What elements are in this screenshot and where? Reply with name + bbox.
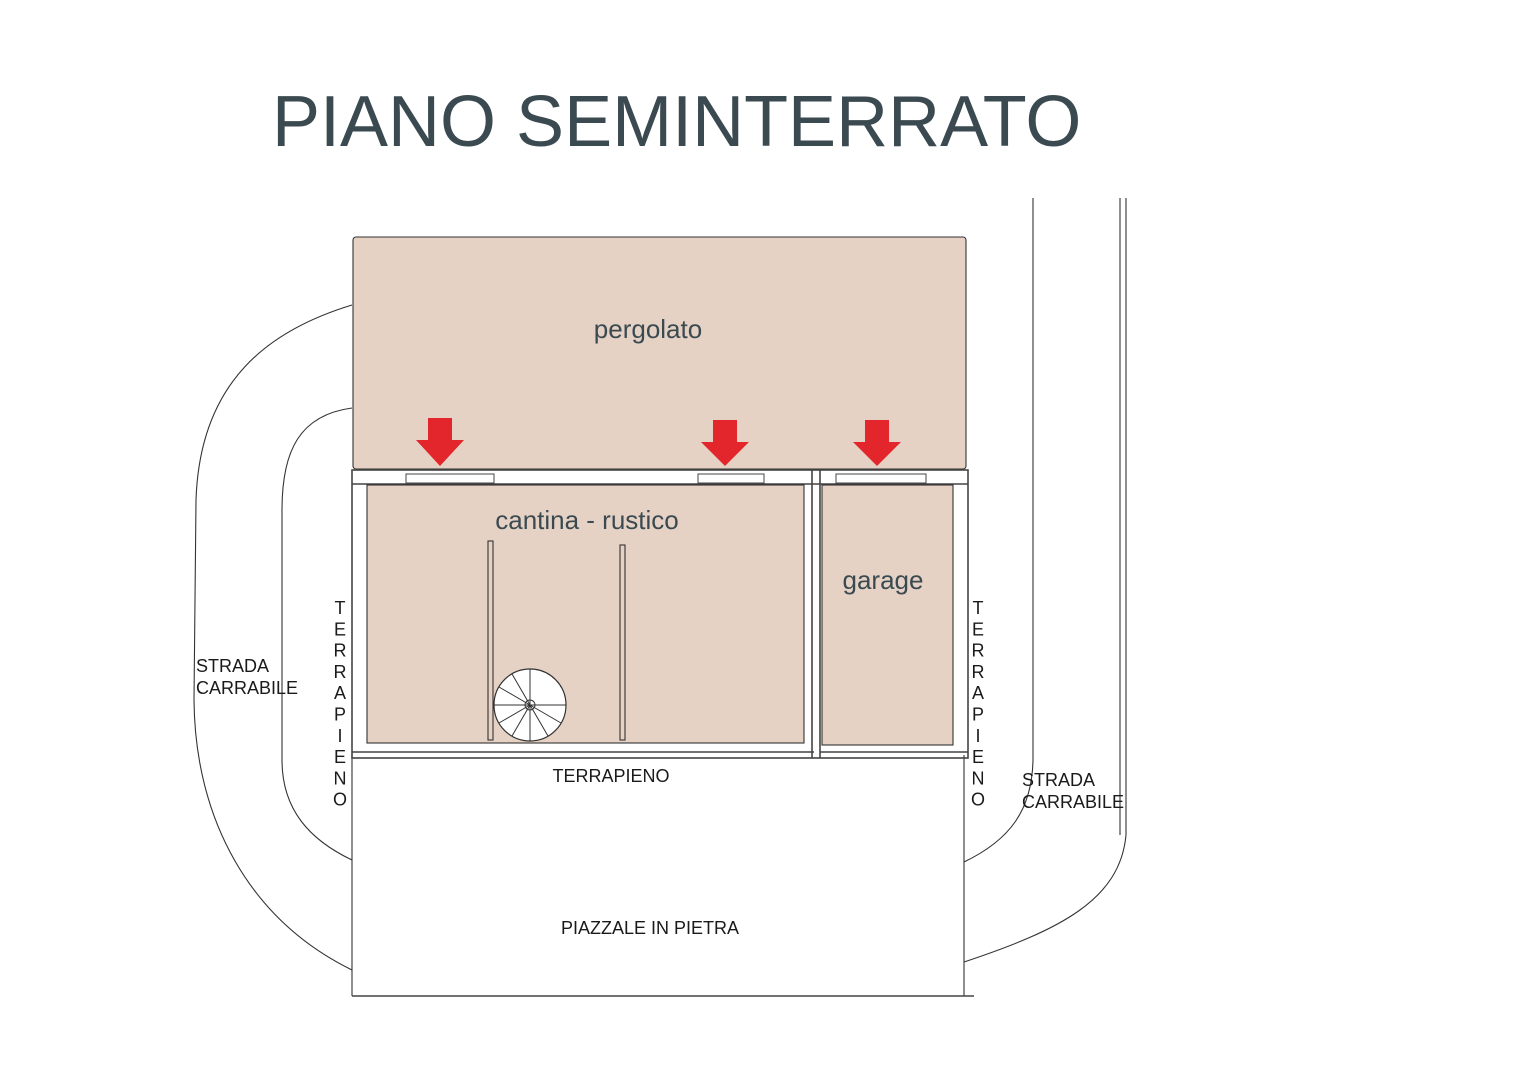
plan-title: PIANO SEMINTERRATO xyxy=(272,82,1081,162)
garage-area xyxy=(822,485,953,745)
strada-right-line-1: STRADA xyxy=(1022,770,1095,790)
opening-1 xyxy=(405,473,495,484)
interior-wall-2 xyxy=(619,544,626,741)
building-outer-wall xyxy=(351,469,969,759)
pergolato-outline xyxy=(352,236,967,470)
driveway-left-inner xyxy=(281,407,353,861)
down-arrow-icon xyxy=(853,420,901,466)
opening-3 xyxy=(835,473,927,484)
down-arrow-icon xyxy=(701,420,749,466)
garage-outline xyxy=(821,484,954,746)
room-label-garage: garage xyxy=(843,565,924,595)
driveway-right-inner xyxy=(963,759,1034,863)
strada-right-line-2: CARRABILE xyxy=(1022,792,1124,812)
strada-left-line-2: CARRABILE xyxy=(196,678,298,698)
driveway-right-outer xyxy=(963,834,1127,963)
room-label-cantina: cantina - rustico xyxy=(495,505,679,535)
pergolato-area xyxy=(353,237,966,469)
down-arrow-icon xyxy=(416,418,464,466)
cantina-area xyxy=(367,485,804,743)
cantina-outline xyxy=(366,484,805,744)
piazzale-label: PIAZZALE IN PIETRA xyxy=(561,918,739,938)
opening-2 xyxy=(697,473,765,484)
interior-wall-1 xyxy=(487,540,494,741)
room-label-pergolato: pergolato xyxy=(594,314,702,344)
driveway-left-outer xyxy=(193,304,353,971)
spiral-staircase-icon xyxy=(493,668,567,742)
terrapieno-bottom-label: TERRAPIENO xyxy=(552,766,669,786)
strada-left-line-1: STRADA xyxy=(196,656,269,676)
